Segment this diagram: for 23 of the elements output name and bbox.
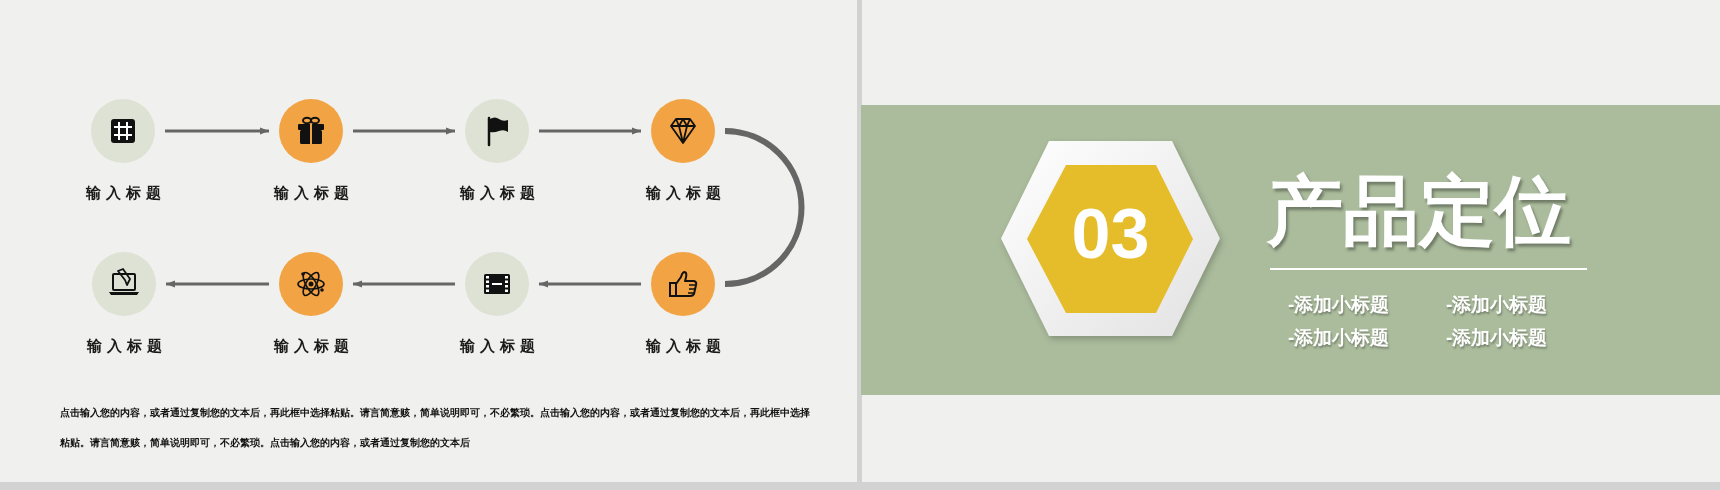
arrow [539,280,641,288]
step-label: 输入标题 [644,336,726,356]
arrow [166,280,269,288]
step-label: 输入标题 [85,336,167,356]
section-title: 产品定位 [1267,169,1571,253]
section-band [861,105,1720,395]
arrow [165,127,269,135]
subtitle: -添加小标题 [1446,293,1548,317]
step-label: 输入标题 [272,336,354,356]
subtitle: -添加小标题 [1288,293,1390,317]
step-label: 输入标题 [84,183,166,203]
arrow [353,127,455,135]
arrow [539,127,641,135]
step-label: 输入标题 [458,336,540,356]
step-label: 输入标题 [272,183,354,203]
curved-connector-line [724,128,805,287]
arrow [353,280,455,288]
subtitle: -添加小标题 [1288,326,1390,350]
step-label: 输入标题 [458,183,540,203]
body-text: 点击输入您的内容，或者通过复制您的文本后，再此框中选择粘贴。请言简意赅，简单说明即可，不必繁琐。点击输入您的内容，或者通过复制您的文本后，再此框中选择粘贴。请言简意赅，简单说明即可，不必繁琐。点击输入您的内容，或者通过复制您的文本后 [60,406,811,450]
section-number: 03 [1070,194,1151,274]
step-label: 输入标题 [644,183,726,203]
subtitle: -添加小标题 [1446,326,1548,350]
